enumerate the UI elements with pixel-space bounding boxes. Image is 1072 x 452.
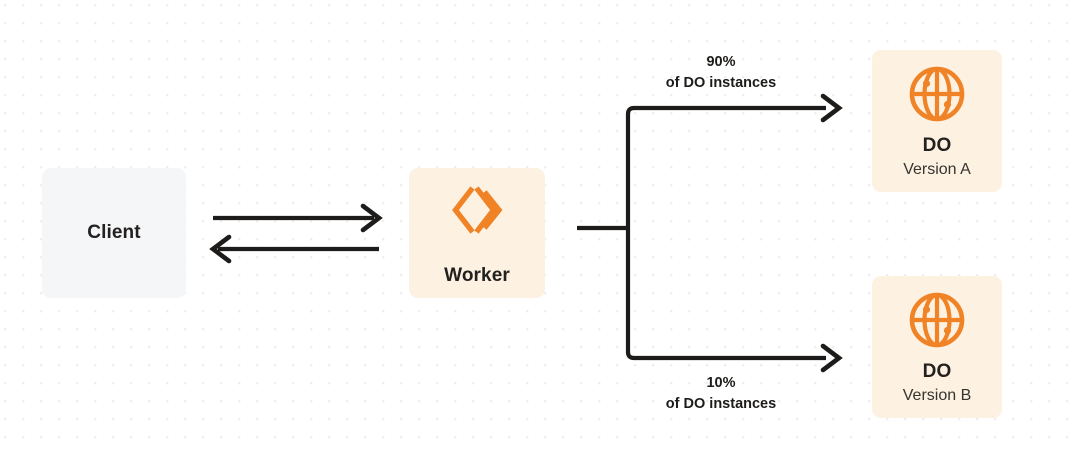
node-worker-label: Worker — [444, 265, 510, 287]
node-do-version-a: DO Version A — [872, 50, 1002, 192]
node-do-a-label: DO — [922, 134, 952, 156]
node-client-label: Client — [87, 222, 141, 244]
node-do-a-sublabel: Version A — [903, 160, 971, 178]
edge-worker-to-do-a — [625, 93, 843, 228]
edge-label-do-a-sublabel: of DO instances — [665, 75, 777, 92]
node-do-b-label: DO — [922, 360, 952, 382]
edge-label-do-a: 90% of DO instances — [628, 52, 814, 94]
node-do-version-b: DO Version B — [872, 276, 1002, 418]
edge-client-to-worker — [213, 203, 383, 233]
edge-label-do-a-percent: 90% — [706, 54, 736, 70]
cloudflare-workers-icon — [446, 179, 508, 241]
edge-worker-to-do-b — [625, 228, 843, 373]
edge-label-do-b-sublabel: of DO instances — [665, 396, 777, 413]
node-do-b-sublabel: Version B — [902, 386, 972, 404]
edge-label-do-b: 10% of DO instances — [628, 373, 814, 415]
edge-label-do-b-percent: 10% — [706, 375, 736, 391]
node-client: Client — [42, 168, 186, 298]
edge-worker-to-client — [209, 234, 379, 264]
durable-object-globe-icon — [906, 289, 968, 351]
durable-object-globe-icon — [906, 63, 968, 125]
node-worker: Worker — [409, 168, 545, 298]
